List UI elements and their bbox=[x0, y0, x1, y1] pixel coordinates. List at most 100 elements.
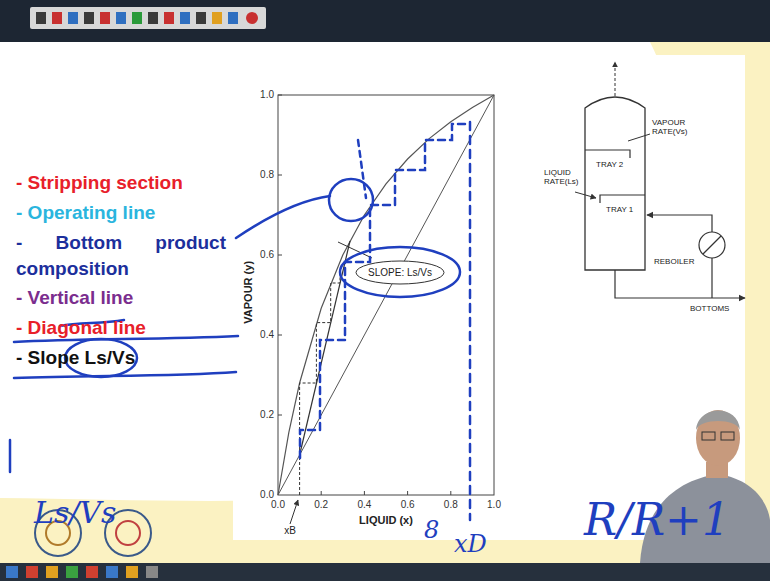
top-bar bbox=[0, 0, 770, 42]
reboiler-return bbox=[647, 215, 712, 232]
figure-panel bbox=[233, 55, 745, 540]
equilibrium-curve bbox=[278, 95, 494, 495]
taskbar-icons bbox=[106, 566, 118, 578]
handwritten-note: 8 bbox=[424, 514, 454, 546]
toolbar-icons bbox=[148, 12, 158, 24]
pen-marks bbox=[358, 140, 366, 198]
taskbar-icons bbox=[126, 566, 138, 578]
taskbar bbox=[0, 563, 770, 581]
pen-marks bbox=[469, 122, 472, 520]
taskbar-icons bbox=[6, 566, 18, 578]
tick-label: 0.4 bbox=[349, 499, 379, 511]
axis-ticks bbox=[450, 491, 451, 495]
bottoms-pipe bbox=[615, 270, 745, 298]
toolbar-icons bbox=[52, 12, 62, 24]
stream-label: VAPOUR RATE(Vs) bbox=[652, 118, 702, 136]
taskbar-icons bbox=[66, 566, 78, 578]
vertical-line bbox=[299, 455, 300, 495]
callout-text: SLOPE: Ls/Vs bbox=[355, 267, 445, 278]
axis-ticks bbox=[278, 335, 282, 336]
stream-label: BOTTOMS bbox=[690, 304, 740, 313]
bullet-text: - Bottom product composition bbox=[16, 230, 226, 282]
taskbar-icons bbox=[6, 566, 158, 578]
axis-ticks bbox=[278, 175, 282, 176]
institute-logos bbox=[116, 521, 140, 545]
taskbar-icons bbox=[26, 566, 38, 578]
toolbar-icons bbox=[228, 12, 238, 24]
toolbar-icons bbox=[212, 12, 222, 24]
pen-marks bbox=[9, 440, 12, 472]
callout-ellipse: SLOPE: Ls/Vs bbox=[355, 260, 445, 285]
axis-ticks bbox=[364, 491, 365, 495]
tray-label: TRAY 2 bbox=[596, 160, 636, 169]
pen-marks bbox=[236, 122, 470, 520]
vapour-out bbox=[615, 62, 616, 96]
axis-ticks bbox=[278, 95, 282, 96]
tick-label: 1.0 bbox=[479, 499, 509, 511]
reboiler-pipe bbox=[711, 258, 712, 298]
toolbar-icons bbox=[68, 12, 78, 24]
presenter bbox=[721, 432, 734, 440]
tick-label: 0.2 bbox=[244, 409, 274, 421]
taskbar-icons bbox=[86, 566, 98, 578]
toolbar-icons bbox=[84, 12, 94, 24]
bullet-text: - Operating line bbox=[16, 200, 238, 226]
toolbar-icons bbox=[246, 12, 258, 24]
tray-label: TRAY 1 bbox=[606, 205, 644, 214]
leader-line bbox=[628, 134, 650, 141]
bullet-text: - Vertical line bbox=[16, 285, 238, 311]
toolbar-icons bbox=[100, 12, 110, 24]
equipment-label: REBOILER bbox=[654, 257, 702, 266]
toolbar-icons bbox=[116, 12, 126, 24]
axis-ticks bbox=[407, 491, 408, 495]
operating-line bbox=[300, 241, 350, 455]
slide-band bbox=[0, 42, 770, 563]
pen-marks bbox=[236, 196, 330, 238]
leader-line bbox=[290, 500, 298, 524]
toolbar-icons bbox=[132, 12, 142, 24]
bullet-text: - Slope Ls/Vs bbox=[16, 345, 238, 371]
toolbar-icons bbox=[36, 12, 46, 24]
axis-value: xB bbox=[278, 525, 302, 537]
tick-label: 0.6 bbox=[393, 499, 423, 511]
plot-frame bbox=[278, 95, 494, 495]
ellipse-outline bbox=[356, 261, 444, 284]
pen-marks bbox=[10, 320, 238, 472]
pen-marks bbox=[14, 372, 236, 378]
tick-label: 0.0 bbox=[263, 499, 293, 511]
bullet-text: - Diagonal line bbox=[16, 315, 238, 341]
axis-title: LIQUID (x) bbox=[346, 514, 426, 527]
taskbar-icons bbox=[146, 566, 158, 578]
tick-label: 1.0 bbox=[244, 89, 274, 101]
axis-ticks bbox=[278, 415, 282, 416]
column-shell bbox=[585, 97, 645, 270]
pen-marks bbox=[329, 179, 373, 221]
diagonal-line bbox=[278, 95, 494, 495]
presenter bbox=[696, 410, 740, 430]
axis-title: VAPOUR (y) bbox=[242, 252, 255, 332]
reboiler-symbol bbox=[703, 236, 721, 254]
presenter bbox=[696, 410, 740, 466]
stream-label: LIQUID RATE(Ls) bbox=[544, 168, 584, 186]
presenter bbox=[702, 432, 715, 440]
toolbar-icons bbox=[180, 12, 190, 24]
tick-label: 0.6 bbox=[244, 249, 274, 261]
toolbar-icons bbox=[164, 12, 174, 24]
toolbar bbox=[30, 7, 266, 29]
taskbar-icons bbox=[46, 566, 58, 578]
leader-line bbox=[575, 192, 596, 198]
toolbar-icons bbox=[36, 12, 258, 24]
bullet-text: - Stripping section bbox=[16, 170, 238, 196]
reboiler-symbol bbox=[699, 232, 725, 258]
handwritten-note: xD bbox=[454, 528, 504, 560]
handwritten-note: R/R+1 bbox=[584, 490, 754, 549]
pen-marks bbox=[340, 247, 460, 297]
axis-ticks bbox=[321, 491, 322, 495]
axis-ticks bbox=[278, 255, 282, 256]
tick-label: 0.8 bbox=[244, 169, 274, 181]
tick-label: 0.2 bbox=[306, 499, 336, 511]
tick-label: 0.0 bbox=[244, 489, 274, 501]
pen-marks bbox=[300, 124, 470, 458]
tick-label: 0.8 bbox=[436, 499, 466, 511]
